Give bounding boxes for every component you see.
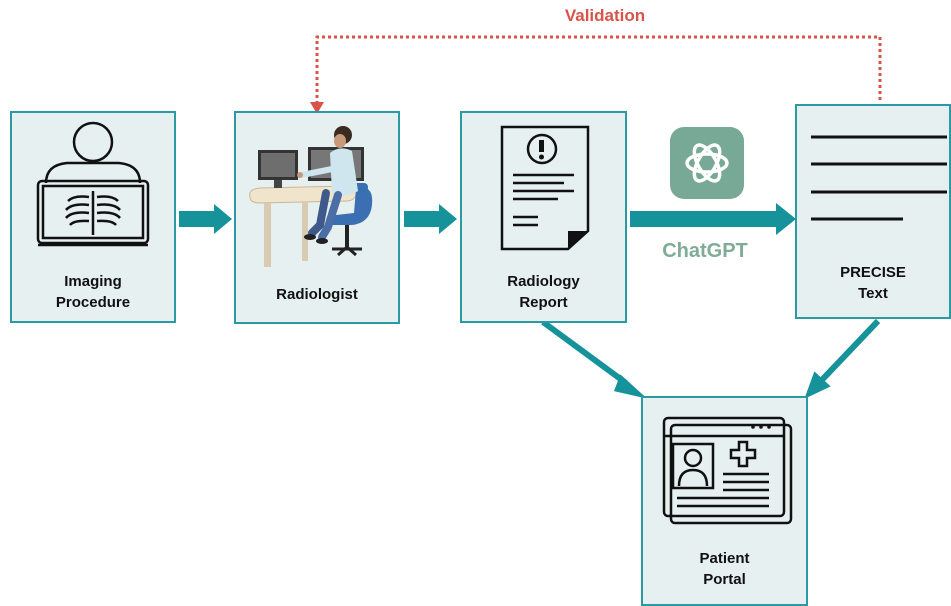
- validation-arrowhead: [310, 102, 324, 114]
- imaging-label-line2: Procedure: [55, 294, 131, 311]
- radiologist-box: Radiologist: [234, 111, 400, 324]
- validation-loop-arrow: [315, 35, 882, 104]
- report-label-line2: Report: [519, 294, 568, 311]
- report-label-line1: Radiology: [507, 273, 580, 290]
- patient-portal-icon: [662, 416, 793, 525]
- xray-patient-icon: [36, 121, 150, 247]
- precise-text-box: PRECISE Text: [795, 104, 951, 319]
- openai-logo-icon: [685, 143, 729, 183]
- arrow-precise-to-portal: [804, 318, 881, 399]
- arrow-imaging-to-radiologist: [179, 204, 232, 234]
- report-document-icon: [500, 125, 590, 251]
- arrow-report-to-portal: [541, 319, 648, 399]
- chatgpt-label: ChatGPT: [662, 240, 748, 262]
- patient-portal-box: Patient Portal: [641, 396, 808, 606]
- text-lines-icon: [811, 135, 947, 221]
- portal-label-line1: Patient: [699, 550, 750, 567]
- radiology-report-box: Radiology Report: [460, 111, 627, 323]
- radiologist-label: Radiologist: [276, 286, 358, 303]
- precise-label-line2: Text: [858, 285, 888, 302]
- arrow-radiologist-to-report: [404, 204, 457, 234]
- arrow-report-to-precise: [630, 203, 796, 235]
- precise-label-line1: PRECISE: [840, 264, 906, 281]
- validation-label: Validation: [564, 6, 646, 25]
- portal-label-line2: Portal: [703, 571, 746, 588]
- radiologist-at-desk-illustration: [249, 126, 373, 267]
- imaging-label-line1: Imaging: [64, 273, 122, 290]
- chatgpt-logo: [670, 127, 744, 199]
- imaging-procedure-box: Imaging Procedure: [10, 111, 176, 323]
